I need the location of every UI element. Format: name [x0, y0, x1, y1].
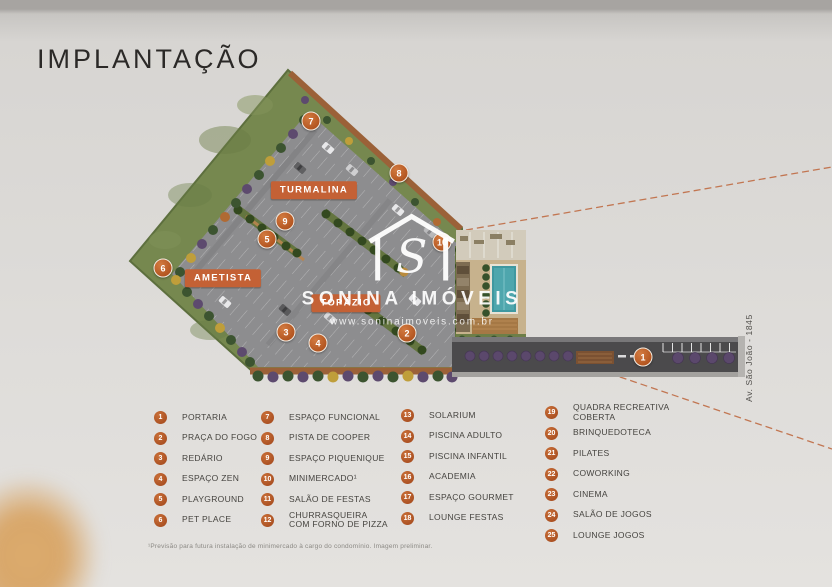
legend-item: 2 PRAÇA DO FOGO	[154, 431, 258, 445]
legend-number-badge: 14	[401, 429, 414, 443]
legend-number-badge: 2	[154, 431, 167, 445]
legend-item-label: LOUNGE JOGOS	[573, 529, 645, 540]
legend-item-label: COWORKING	[573, 468, 631, 479]
legend-item: 12 CHURRASQUEIRA COM FORNO DE PIZZA	[261, 509, 388, 529]
legend-number-badge: 9	[261, 452, 274, 465]
legend-item: 14 PISCINA ADULTO	[401, 429, 514, 443]
legend-number-badge: 20	[545, 426, 558, 440]
entrance-road	[452, 336, 745, 377]
site-border-strips	[250, 70, 464, 375]
legend-item: 11 SALÃO DE FESTAS	[261, 493, 388, 506]
legend-item: 6 PET PLACE	[154, 513, 257, 527]
legend-item-label: CINEMA	[573, 488, 608, 499]
legend-item-label: ESPAÇO PIQUENIQUE	[289, 452, 385, 463]
legend-item: 13 SOLARIUM	[401, 409, 514, 422]
legend-item: 8 PISTA DE COOPER	[261, 431, 388, 445]
legend-item-label: PISCINA INFANTIL	[429, 450, 508, 461]
legend-item-label: PILATES	[573, 447, 610, 458]
legend-item-label: PLAYGROUND	[182, 493, 244, 504]
legend-number-badge: 22	[545, 467, 558, 481]
legend-item-label: LOUNGE FESTAS	[429, 512, 504, 523]
brand-name: SONINA IMÓVEIS	[301, 288, 523, 310]
legend-item-label: PET PLACE	[182, 514, 232, 525]
legend-item: 19 QUADRA RECREATIVA COBERTA	[545, 402, 670, 422]
legend-column: 13 SOLARIUM 14 PISCINA ADULTO 15 PISCINA INFA…	[401, 409, 514, 532]
legend-item: 20 BRINQUEDOTECA	[545, 426, 669, 440]
legend-number-badge: 3	[154, 452, 167, 465]
legend-item: 23 CINEMA	[545, 488, 669, 501]
legend-number-badge: 13	[401, 409, 414, 422]
legend-number-badge: 4	[154, 472, 167, 486]
legend-item-label: SOLARIUM	[429, 409, 476, 420]
legend-number-badge: 25	[545, 529, 558, 542]
legend-item-label: SALÃO DE JOGOS	[573, 509, 652, 520]
legend-item: 24 SALÃO DE JOGOS	[545, 508, 669, 522]
legend-item-label: CHURRASQUEIRA COM FORNO DE PIZZA	[289, 509, 388, 529]
legend-item-label: QUADRA RECREATIVA COBERTA	[573, 402, 670, 422]
legend-item: 10 MINIMERCADO¹	[261, 472, 388, 486]
legend-item-label: PISTA DE COOPER	[289, 432, 371, 443]
legend-item: 15 PISCINA INFANTIL	[401, 450, 514, 463]
legend-column: 7 ESPAÇO FUNCIONAL 8 PISTA DE COOPER 9 ESPAÇO…	[261, 411, 388, 534]
boundary-tree-row	[175, 115, 309, 277]
brand-monogram: S	[396, 230, 428, 284]
callout-dashed-lines	[465, 166, 832, 450]
brand-logo-house-icon: S	[368, 213, 456, 284]
legend-number-badge: 11	[261, 493, 274, 506]
legend-number-badge: 12	[261, 513, 274, 527]
legend-number-badge: 19	[545, 406, 558, 419]
legend-number-badge: 21	[545, 447, 558, 460]
brand-url: www.soninaimoveis.com.br	[330, 316, 494, 328]
legend-item-label: PRAÇA DO FOGO	[182, 432, 258, 443]
parking-area	[172, 112, 462, 367]
legend-item: 16 ACADEMIA	[401, 470, 514, 484]
legend-item: 21 PILATES	[545, 447, 669, 460]
legend-number-badge: 15	[401, 450, 414, 463]
legend-number-badge: 8	[261, 431, 274, 445]
legend-column: 19 QUADRA RECREATIVA COBERTA 20 BRINQUEDOTE…	[545, 402, 670, 550]
legend-item-label: ESPAÇO GOURMET	[429, 491, 514, 502]
legend-item: 3 REDÁRIO	[154, 452, 257, 465]
legend-number-badge: 18	[401, 511, 414, 525]
legend-number-badge: 17	[401, 491, 414, 504]
legend-item: 9 ESPAÇO PIQUENIQUE	[261, 452, 388, 465]
legend-number-badge: 7	[261, 411, 274, 424]
legend-number-badge: 16	[401, 470, 414, 484]
legend-number-badge: 5	[154, 493, 167, 506]
legend-item-label: REDÁRIO	[182, 452, 223, 463]
legend-item-label: PORTARIA	[182, 411, 228, 422]
legend-item-label: ACADEMIA	[429, 471, 476, 482]
legend-item: 22 COWORKING	[545, 467, 669, 481]
street-label: Av. São João - 1845	[744, 314, 754, 402]
legend-item-label: BRINQUEDOTECA	[573, 427, 652, 438]
legend-number-badge: 1	[154, 411, 167, 424]
legend-item: 7 ESPAÇO FUNCIONAL	[261, 411, 388, 424]
legend-item: 1 PORTARIA	[154, 411, 257, 424]
legend-item: 4 ESPAÇO ZEN	[154, 472, 257, 486]
legend-item: 5 PLAYGROUND	[154, 493, 257, 506]
legend-item: 25 LOUNGE JOGOS	[545, 529, 669, 542]
legend-item: 18 LOUNGE FESTAS	[401, 511, 514, 525]
watermark: S SONINA IMÓVEIS www.soninaimoveis.com.b…	[302, 209, 523, 328]
legend-number-badge: 23	[545, 488, 558, 501]
page-title: IMPLANTAÇÃO	[37, 44, 262, 74]
legend-item-label: ESPAÇO ZEN	[182, 473, 240, 484]
legend-item-label: SALÃO DE FESTAS	[289, 493, 371, 504]
sw-boundary-tree-row	[171, 275, 255, 367]
legend-item-label: ESPAÇO FUNCIONAL	[289, 411, 381, 422]
legend-column: 1 PORTARIA 2 PRAÇA DO FOGO 3 REDÁRIO 4 ESPAÇO Z…	[154, 411, 257, 534]
legend-number-badge: 6	[154, 513, 167, 527]
footnote: ¹Previsão para futura instalação de mini…	[148, 543, 433, 550]
legend-item: 17 ESPAÇO GOURMET	[401, 491, 514, 504]
legend-item-label: MINIMERCADO¹	[289, 473, 357, 484]
legend-number-badge: 24	[545, 508, 558, 522]
legend-item-label: PISCINA ADULTO	[429, 430, 503, 441]
legend-number-badge: 10	[261, 472, 274, 486]
